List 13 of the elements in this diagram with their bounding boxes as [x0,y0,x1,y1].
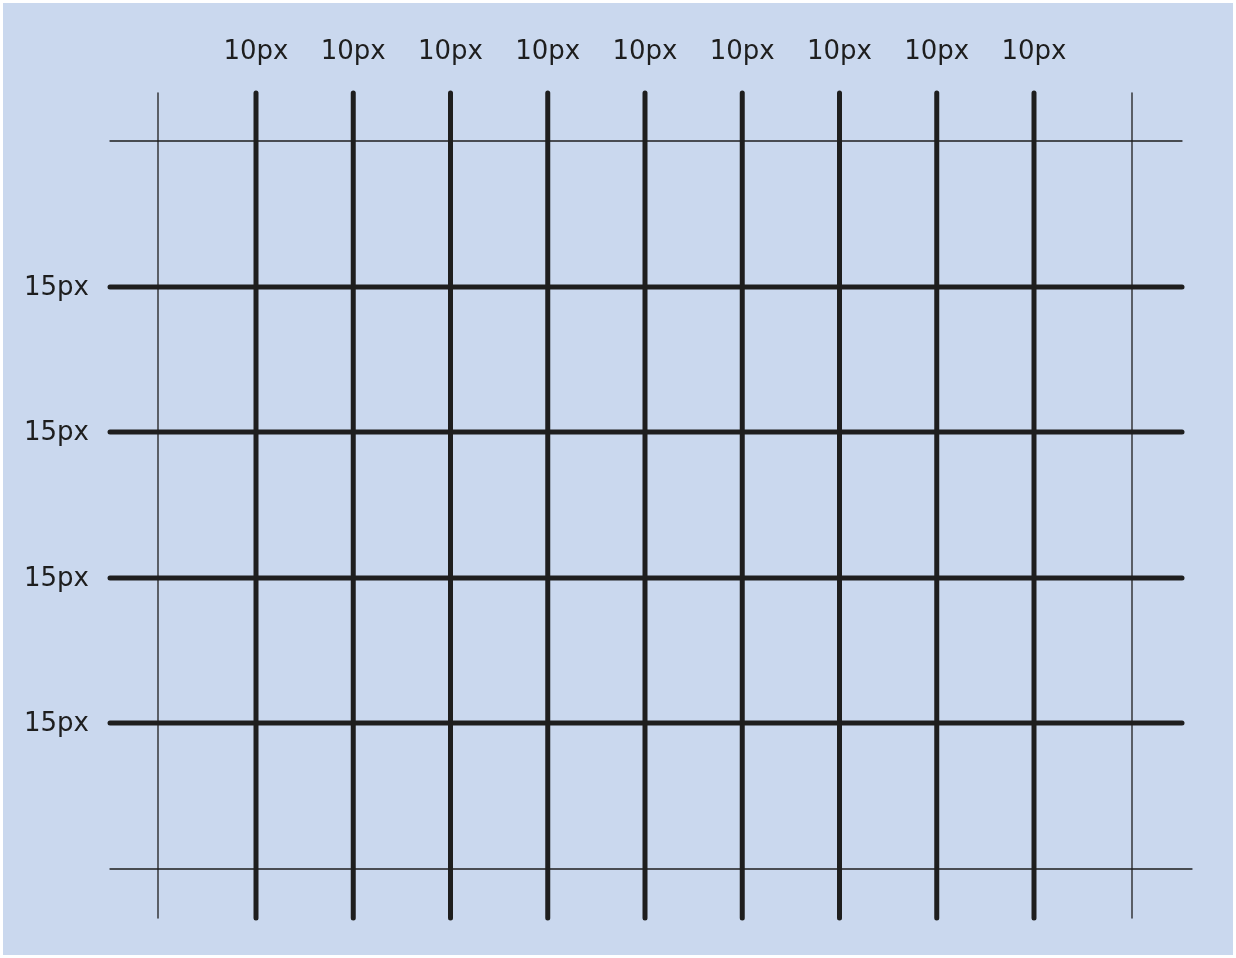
dimension-label: 15px [24,709,89,735]
dimension-label: 10px [320,37,386,63]
dimension-label: 15px [24,273,89,299]
dimension-label: 15px [24,564,89,590]
dimension-label: 10px [807,37,872,63]
dimension-label: 10px [1001,37,1067,63]
dimension-label: 15px [24,418,89,444]
dimension-label: 10px [515,37,581,63]
dimension-label: 10px [709,37,775,63]
dimension-label: 10px [418,37,483,63]
dimension-label: 10px [612,37,678,63]
dimension-label: 10px [904,37,970,63]
dimension-label: 10px [223,37,289,63]
